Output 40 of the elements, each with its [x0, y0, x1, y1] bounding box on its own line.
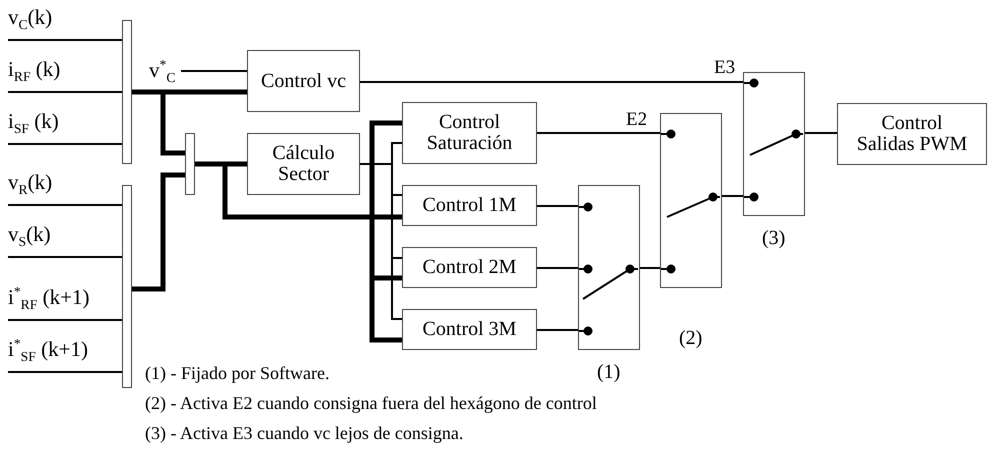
signal-line: [8, 143, 122, 145]
signal-line: [537, 329, 578, 331]
signal-line: [537, 132, 660, 134]
bus-line: [132, 172, 185, 292]
signal-line: [8, 371, 122, 373]
signal-label: v$_{R}$(k): [8, 169, 108, 205]
bus-bar: [122, 185, 132, 388]
bus-bar: [185, 133, 195, 195]
signal-line: [640, 267, 660, 269]
signal-label: i$^{*}$$_{RF}$ (k+1): [8, 282, 120, 320]
note-text: (2) - Activa E2 cuando consigna fuera del hexágono de control: [145, 394, 597, 412]
signal-line: [537, 205, 578, 207]
signal-line: [8, 319, 122, 321]
switch-label: (3): [762, 228, 786, 248]
process-box: Control 2M: [402, 247, 537, 288]
signal-line: [537, 267, 578, 269]
note-text: (3) - Activa E3 cuando vc lejos de consigna.: [145, 424, 464, 442]
signal-line: [8, 91, 122, 93]
signal-line: [8, 256, 122, 258]
signal-line: [360, 81, 743, 83]
process-box: Cálculo Sector: [247, 133, 360, 195]
signal-label: i$_{SF}$ (k): [8, 108, 108, 144]
note-text: (1) - Fijado por Software.: [145, 364, 330, 382]
signal-line: [805, 132, 837, 134]
process-box: Control 1M: [402, 185, 537, 226]
signal-label: i$^{*}$$_{SF}$ (k+1): [8, 334, 120, 372]
signal-line: [8, 204, 122, 206]
process-box: Control 3M: [402, 309, 537, 350]
process-box: Control vc: [247, 50, 360, 112]
process-box: Control Salidas PWM: [837, 103, 987, 165]
switch-label: (2): [679, 328, 702, 348]
switch-label: (1): [597, 362, 620, 382]
signal-line: [722, 195, 743, 197]
process-box: Control Saturación: [402, 102, 537, 164]
signal-label: v$_{C}$(k): [8, 4, 108, 40]
signal-label: i$_{RF}$ (k): [8, 56, 108, 92]
bus-bar: [122, 20, 132, 164]
signal-line: [181, 70, 247, 72]
signal-line: [8, 39, 122, 41]
signal-label: v$_{S}$(k): [8, 221, 108, 257]
